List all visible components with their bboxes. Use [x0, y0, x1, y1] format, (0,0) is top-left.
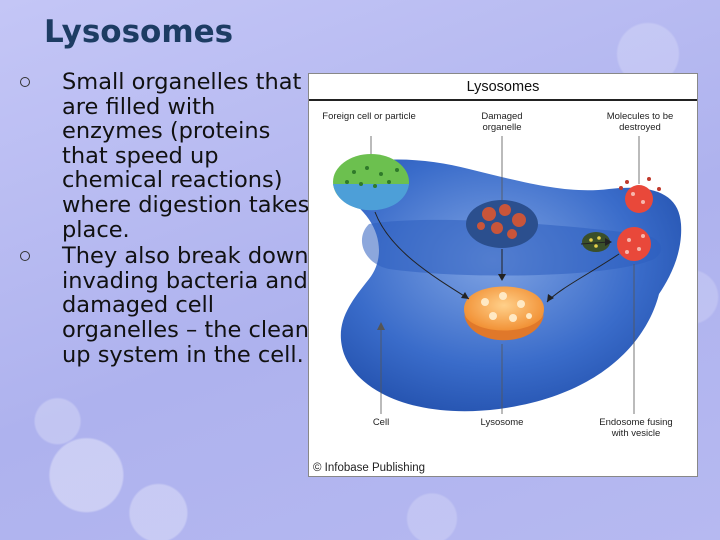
- bullet-list: Small organelles that are filled with en…: [20, 70, 320, 367]
- bullet-item: They also break down invading bacteria a…: [20, 244, 320, 367]
- bullet-text: Small organelles that are filled with en…: [62, 69, 310, 243]
- molecule-vesicle: [625, 185, 653, 213]
- label-cell: Cell: [372, 417, 390, 428]
- bullet-circle-icon: [20, 251, 30, 262]
- label-leader-lines: [370, 136, 640, 414]
- foreign-cell-dots: [345, 166, 399, 188]
- lysosome-diagram: Lysosomes Foreign cell or particle Damag…: [308, 73, 698, 477]
- label-lysosome: Lysosome: [480, 417, 524, 428]
- cell-illustration: [333, 136, 682, 414]
- free-molecules: [619, 177, 661, 191]
- figure-title-rule: [309, 99, 697, 101]
- damaged-organelle-fragments: [477, 204, 526, 239]
- figure-title: Lysosomes: [466, 79, 540, 95]
- bullet-circle-icon: [20, 77, 30, 87]
- endosome-vesicle: [617, 227, 651, 261]
- label-foreign-cell: Foreign cell or particle: [322, 111, 416, 122]
- label-endosome: Endosome fusing with vesicle: [599, 417, 673, 439]
- cell-inner-shading: [361, 219, 662, 276]
- arrow-heads: [461, 238, 612, 302]
- cell-pointer-arrow: [377, 322, 385, 330]
- bullet-text: They also break down invading bacteria a…: [62, 243, 318, 368]
- publisher-credit: © Infobase Publishing: [313, 462, 426, 474]
- foreign-cell-vesicle: [333, 184, 409, 211]
- molecule-dots: [625, 192, 645, 254]
- label-damaged-organelle: Damaged organelle: [481, 111, 523, 133]
- vesicle-dots: [589, 236, 601, 248]
- bullet-item: Small organelles that are filled with en…: [20, 70, 320, 242]
- lysosome-base: [464, 314, 544, 341]
- vesicle-small: [582, 232, 610, 252]
- lysosome-enzymes: [481, 292, 532, 322]
- label-molecules: Molecules to be destroyed: [606, 111, 674, 133]
- slide-title: Lysosomes: [44, 14, 234, 50]
